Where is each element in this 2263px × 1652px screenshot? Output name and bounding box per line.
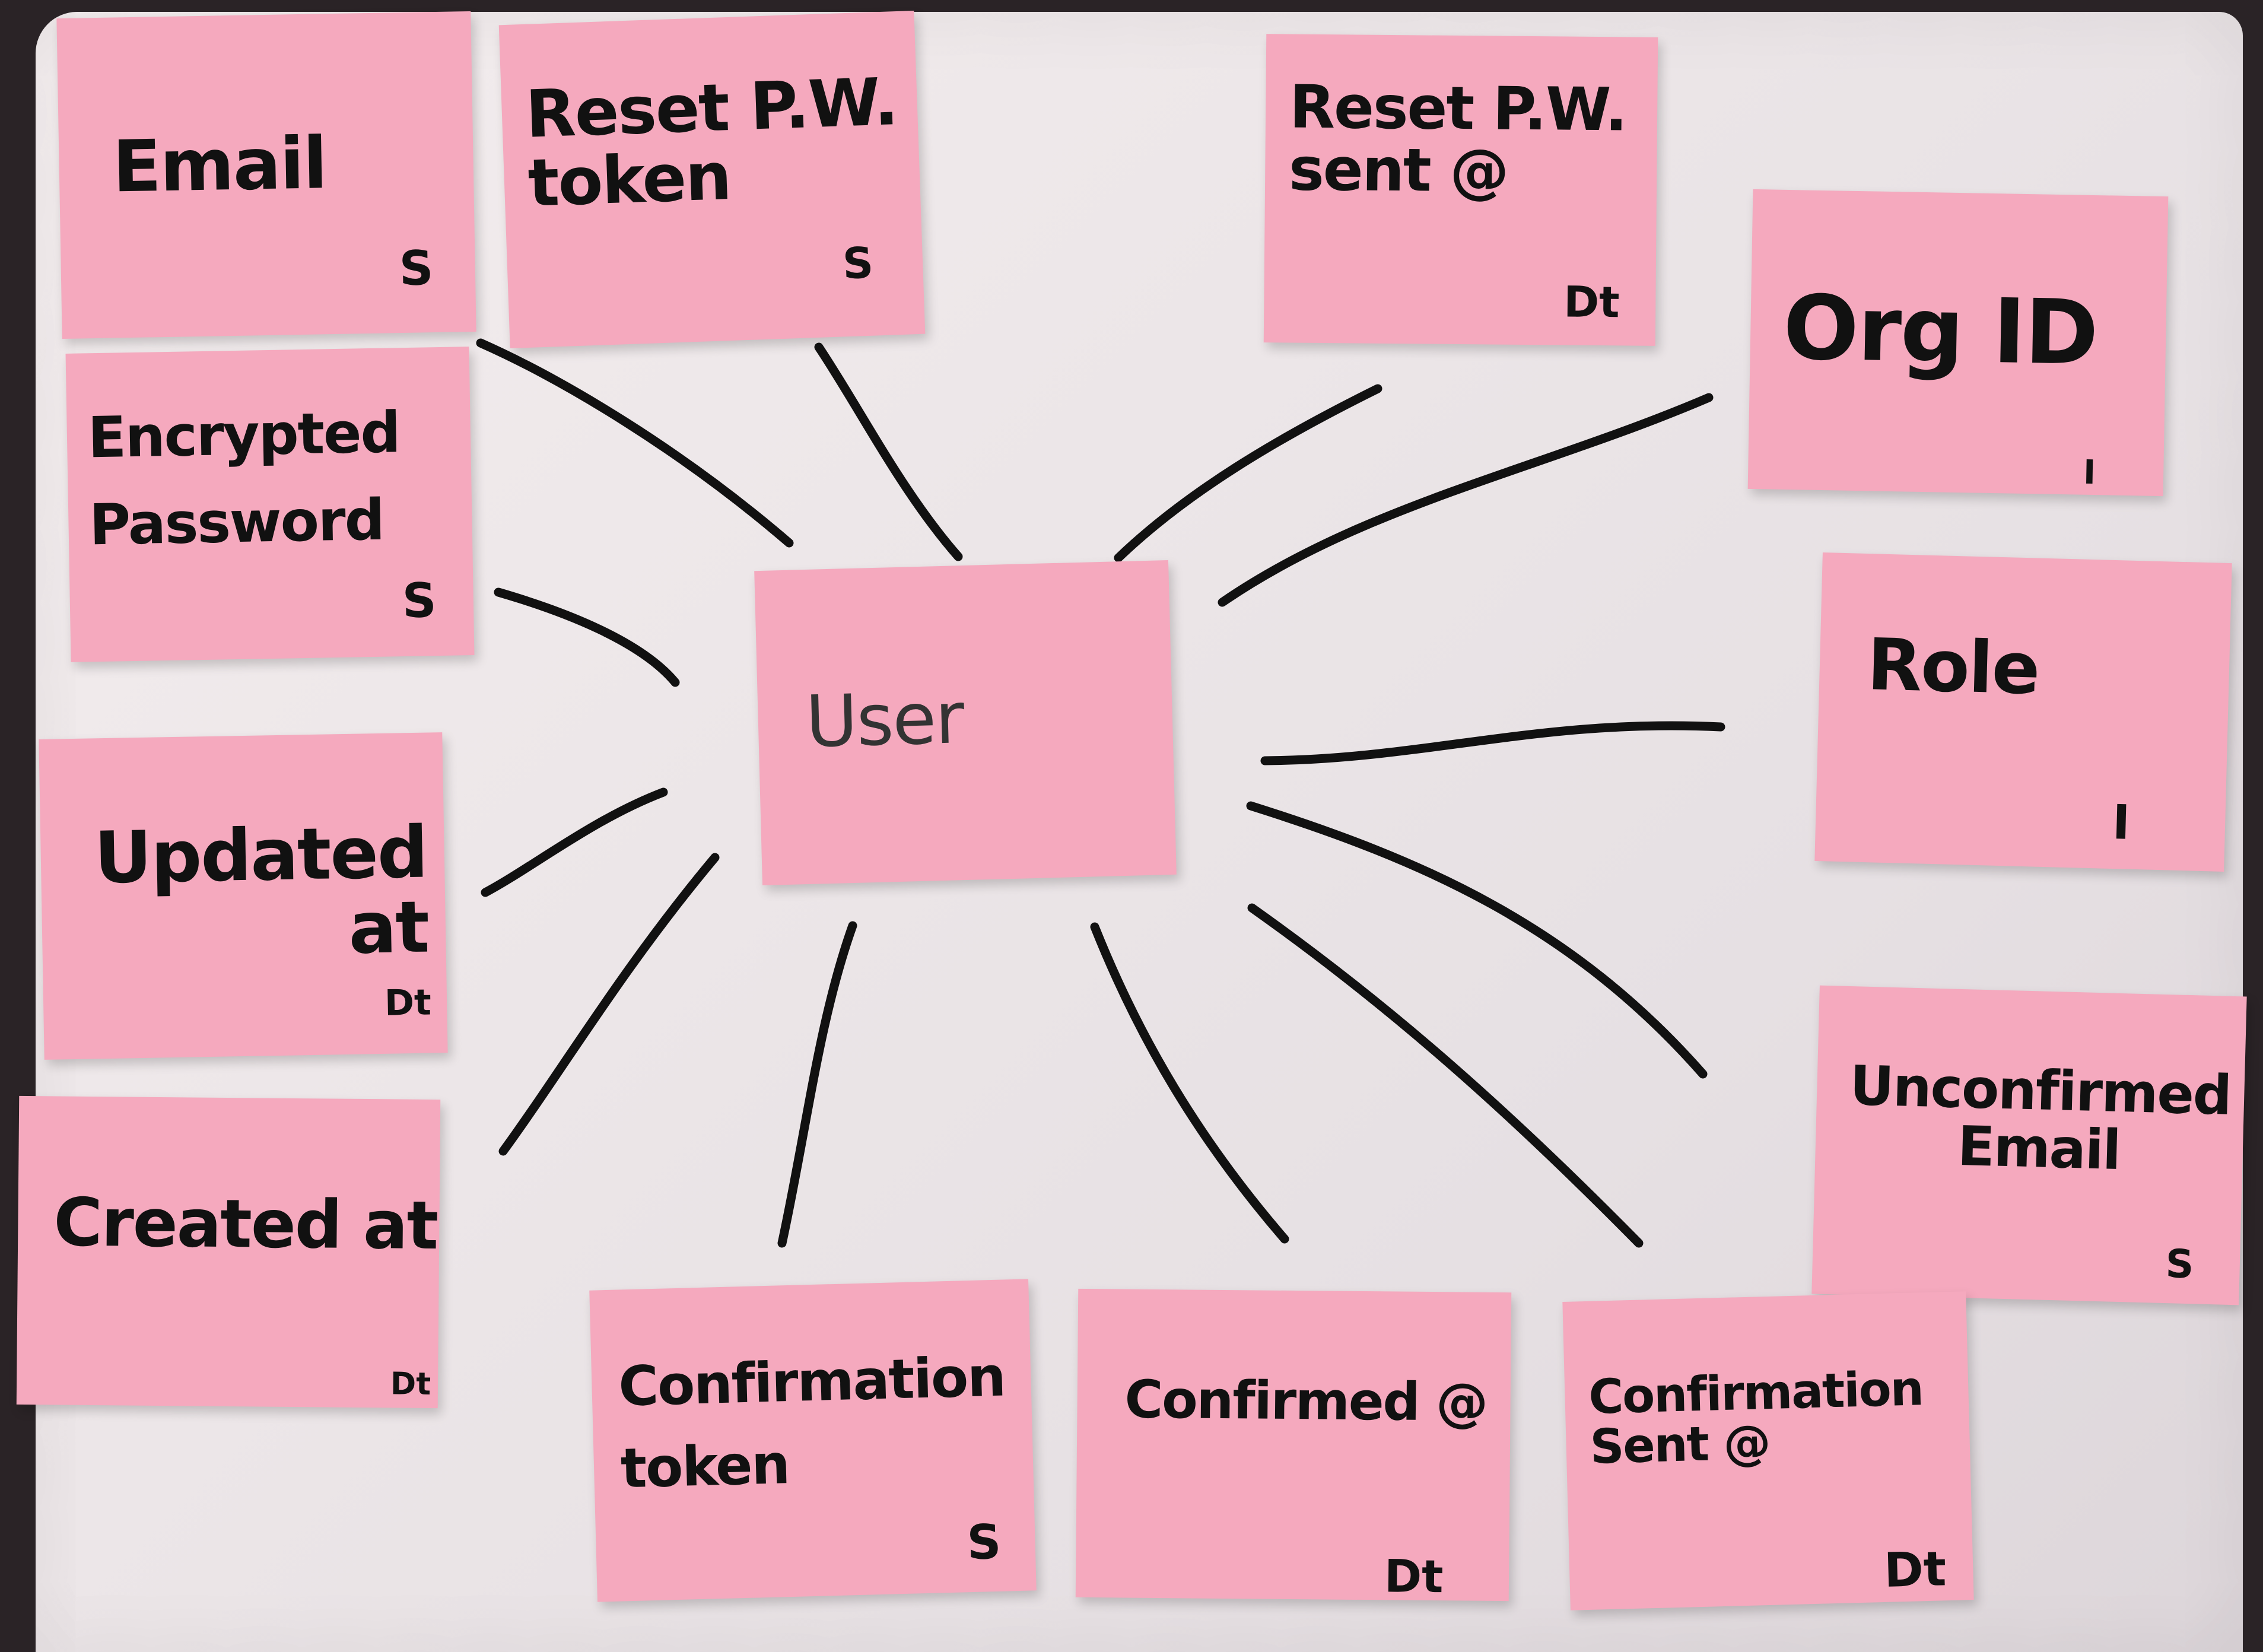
note-org-id-label: Org ID — [1782, 276, 2099, 386]
note-created-at-tag: Dt — [390, 1366, 431, 1402]
line-org-id — [1218, 393, 1714, 607]
center-note-user: User — [754, 560, 1177, 886]
note-updated-at: Updated at Dt — [39, 732, 448, 1060]
note-created-at-label: Created at — [53, 1184, 438, 1265]
note-confirmation-sent-label: Confirmation Sent @ — [1588, 1361, 1924, 1475]
line-unconfirmed-email — [1246, 801, 1708, 1079]
note-confirmation-token-tag: S — [966, 1514, 1002, 1571]
line-encrypted-password — [494, 587, 680, 687]
note-email-label: Email — [112, 122, 328, 209]
note-updated-at-tag: Dt — [384, 981, 432, 1024]
note-reset-pw-token-tag: S — [841, 237, 875, 289]
note-email: Email S — [56, 11, 476, 339]
note-created-at: Created at Dt — [16, 1095, 441, 1409]
note-confirmed-at-label: Confirmed @ — [1124, 1368, 1488, 1433]
note-org-id: Org ID I — [1747, 189, 2169, 497]
line-updated-at — [481, 787, 668, 897]
note-confirmed-at: Confirmed @ Dt — [1075, 1288, 1512, 1603]
line-role — [1260, 721, 1725, 765]
note-encrypted-password-tag: S — [402, 573, 437, 629]
note-confirmation-token: Confirmation token S — [589, 1279, 1037, 1602]
note-reset-pw-token: Reset P.W. token S — [498, 10, 926, 349]
note-encrypted-password-label: Encrypted Password — [87, 400, 401, 558]
note-reset-pw-token-label: Reset P.W. token — [524, 63, 899, 221]
line-created-at — [498, 853, 720, 1156]
note-role-tag: I — [2111, 795, 2131, 850]
note-org-id-tag: I — [2083, 453, 2096, 493]
note-reset-pw-sent-label: Reset P.W. sent @ — [1288, 72, 1627, 206]
note-confirmation-token-label: Confirmation token — [618, 1345, 1006, 1501]
line-confirmation-token — [777, 921, 857, 1248]
note-unconfirmed-email-tag: S — [2165, 1241, 2195, 1288]
note-reset-pw-sent-tag: Dt — [1563, 277, 1620, 328]
line-reset-sent — [1114, 384, 1382, 563]
note-unconfirmed-email: Unconfirmed Email S — [1811, 985, 2247, 1305]
center-note-label: User — [805, 677, 965, 764]
note-reset-pw-sent: Reset P.W. sent @ Dt — [1263, 34, 1658, 346]
note-updated-at-label: Updated at — [93, 811, 430, 970]
note-confirmation-sent: Confirmation Sent @ Dt — [1562, 1291, 1974, 1610]
note-confirmed-at-tag: Dt — [1384, 1549, 1444, 1603]
line-confirmation-sent — [1247, 903, 1644, 1248]
note-email-tag: S — [398, 240, 434, 297]
line-confirmed-at — [1090, 922, 1289, 1244]
line-email — [476, 338, 794, 548]
note-unconfirmed-email-label: Unconfirmed Email — [1849, 1054, 2232, 1182]
note-role-label: Role — [1866, 624, 2040, 711]
note-role: Role I — [1814, 552, 2232, 872]
note-confirmation-sent-tag: Dt — [1883, 1541, 1947, 1598]
line-reset-token — [814, 342, 963, 561]
note-encrypted-password: Encrypted Password S — [65, 347, 475, 662]
